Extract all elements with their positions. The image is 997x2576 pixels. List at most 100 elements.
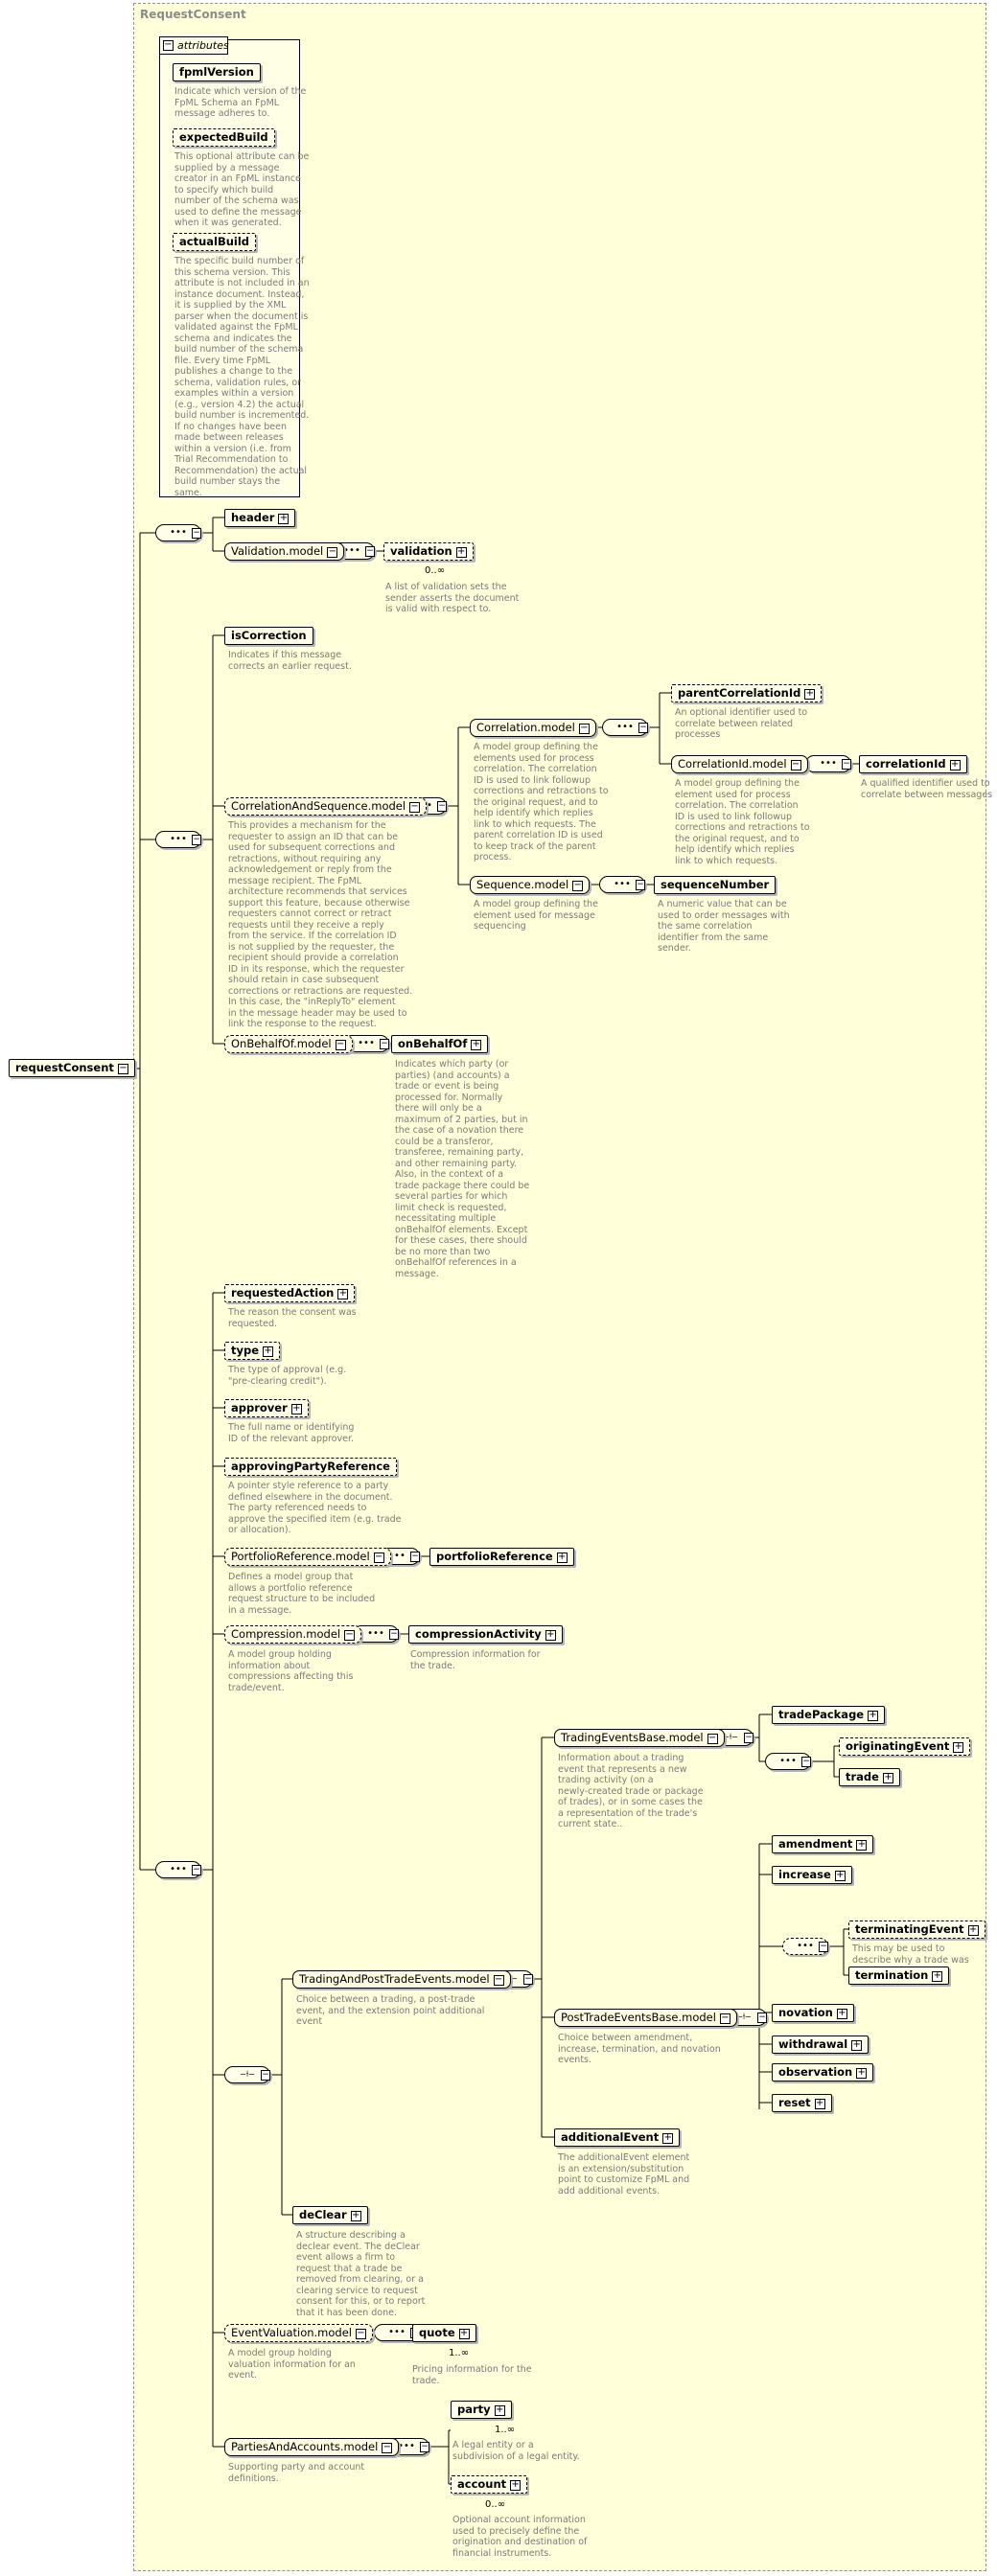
sequence-compositor[interactable]: •••− (599, 876, 645, 893)
group-portfolioReference-model[interactable]: PortfolioReference.model− (224, 1548, 391, 1566)
validation-cardinality: 0..∞ (425, 565, 446, 576)
element-type[interactable]: type+ (224, 1342, 281, 1360)
sequence-compositor[interactable]: •••− (782, 1938, 828, 1955)
collapse-icon[interactable]: − (163, 39, 174, 51)
quote-desc: Pricing information for the trade. (412, 2364, 532, 2386)
group-correlation-model[interactable]: Correlation.model− (470, 719, 596, 737)
collapse-icon: − (790, 759, 801, 770)
element-quote[interactable]: quote+ (412, 2324, 480, 2346)
element-portfolioReference[interactable]: portfolioReference+ (429, 1548, 574, 1566)
group-tradingAndPostTradeEvents-model[interactable]: TradingAndPostTradeEvents.model− (292, 1970, 511, 1989)
attr-expectedBuild[interactable]: expectedBuild (173, 128, 275, 147)
group-eventValuation-model[interactable]: EventValuation.model− (224, 2324, 373, 2342)
expand-icon: + (953, 1741, 964, 1753)
element-correlationId[interactable]: correlationId+ (859, 755, 967, 773)
compression-model-desc: A model group holding information about … (228, 1649, 354, 1693)
sequence-compositor[interactable]: •••− (602, 719, 648, 736)
group-sequence-model[interactable]: Sequence.model− (470, 876, 591, 894)
element-reset[interactable]: reset+ (772, 2094, 832, 2112)
sequence-compositor[interactable]: •••− (155, 1861, 201, 1878)
group-tradingEventsBase-model[interactable]: TradingEventsBase.model− (554, 1729, 725, 1747)
group-partiesAndAccounts-model[interactable]: PartiesAndAccounts.model− (224, 2438, 400, 2456)
sequence-compositor[interactable]: •••− (765, 1753, 811, 1770)
element-requestedAction[interactable]: requestedAction+ (224, 1284, 356, 1302)
expand-icon: + (455, 546, 467, 558)
correlationId-model-desc: A model group defining the element used … (675, 778, 810, 866)
element-tradePackage[interactable]: tradePackage+ (772, 1706, 886, 1724)
correlationId-desc: A qualified identifier used to correlate… (861, 778, 993, 800)
expand-icon: + (471, 1039, 482, 1050)
collapse-icon: − (493, 1974, 504, 1986)
attr-fpmlVersion[interactable]: fpmlVersion (173, 63, 261, 81)
group-compression-model[interactable]: Compression.model− (224, 1625, 362, 1644)
root-element[interactable]: requestConsent− (9, 1059, 135, 1077)
element-termination[interactable]: termination+ (848, 1966, 950, 1985)
group-onBehalfOf-model[interactable]: OnBehalfOf.model− (224, 1035, 353, 1053)
tradingEventsBase-desc: Information about a trading event that r… (558, 1753, 704, 1829)
type-desc: The type of approval (e.g. "pre-clearing… (228, 1365, 347, 1387)
requestedAction-desc: The reason the consent was requested. (228, 1307, 357, 1329)
attributes-tab[interactable]: − attributes (159, 36, 229, 55)
attributes-label: attributes (177, 39, 229, 52)
element-approvingPartyReference[interactable]: approvingPartyReference (224, 1458, 397, 1476)
element-amendment[interactable]: amendment+ (772, 1835, 874, 1853)
element-terminatingEvent[interactable]: terminatingEvent+ (848, 1920, 985, 1939)
element-isCorrection[interactable]: isCorrection (224, 627, 313, 645)
collapse-icon[interactable]: − (117, 1063, 128, 1074)
expand-icon: + (949, 759, 961, 770)
expand-icon: + (556, 1552, 568, 1563)
element-approver[interactable]: approver+ (224, 1399, 309, 1417)
expand-icon: + (278, 513, 290, 524)
element-header[interactable]: header+ (224, 509, 296, 527)
account-cardinality: 0..∞ (485, 2499, 506, 2510)
isCorrection-desc: Indicates if this message corrects an ea… (228, 650, 352, 672)
portfolioReference-model-desc: Defines a model group that allows a port… (228, 1572, 376, 1616)
attributes-box (159, 39, 300, 497)
element-observation[interactable]: observation+ (772, 2063, 874, 2082)
onBehalfOf-desc: Indicates which party (or parties) (and … (395, 1059, 530, 1279)
expand-icon: + (545, 1629, 556, 1641)
account-desc: Optional account information used to pre… (452, 2515, 588, 2559)
attr-actualBuild[interactable]: actualBuild (173, 233, 257, 251)
attr-expectedBuild-desc: This optional attribute can be supplied … (174, 151, 310, 228)
expand-icon: + (856, 2067, 868, 2079)
sequence-model-desc: A model group defining the element used … (474, 899, 598, 932)
group-correlation-sequence[interactable]: CorrelationAndSequence.model− (224, 797, 428, 816)
sequence-compositor[interactable]: •••− (805, 755, 851, 772)
expand-icon: + (836, 2008, 847, 2019)
validation-desc: A list of validation sets the sender ass… (385, 582, 520, 614)
collapse-icon: − (327, 546, 338, 558)
expand-icon: + (804, 688, 816, 700)
element-originatingEvent[interactable]: originatingEvent+ (839, 1737, 971, 1756)
sequence-compositor[interactable]: •••− (155, 524, 201, 541)
element-validation[interactable]: validation+ (383, 542, 477, 564)
expand-icon: + (662, 2132, 674, 2144)
element-increase[interactable]: increase+ (772, 1866, 852, 1884)
element-party[interactable]: party+ (451, 2401, 516, 2423)
element-deClear[interactable]: deClear+ (292, 2206, 368, 2224)
element-withdrawal[interactable]: withdrawal+ (772, 2036, 869, 2054)
sequence-compositor[interactable]: •••− (155, 831, 201, 848)
collapse-icon: − (578, 723, 590, 734)
sequence-compositor[interactable]: •••− (343, 1035, 389, 1052)
element-trade[interactable]: trade+ (839, 1768, 900, 1786)
sequenceNumber-desc: A numeric value that can be used to orde… (658, 899, 790, 954)
collapse-icon: − (356, 2328, 366, 2339)
expand-icon: + (882, 1772, 893, 1783)
element-additionalEvent[interactable]: additionalEvent+ (554, 2128, 681, 2147)
element-parentCorrelationId[interactable]: parentCorrelationId+ (671, 684, 823, 702)
choice-compositor[interactable]: ‒⟊‒− (224, 2066, 270, 2083)
element-compressionActivity[interactable]: compressionActivity+ (408, 1625, 563, 1644)
element-sequenceNumber[interactable]: sequenceNumber (654, 876, 777, 894)
group-correlationId-model[interactable]: CorrelationId.model− (671, 755, 808, 773)
element-onBehalfOf[interactable]: onBehalfOf+ (391, 1035, 493, 1057)
group-validation-model[interactable]: Validation.model− (224, 542, 345, 561)
correlation-sequence-desc: This provides a mechanism for the reques… (228, 820, 413, 1029)
expand-icon: + (967, 1924, 979, 1936)
element-novation[interactable]: novation+ (772, 2004, 854, 2022)
group-postTradeEventsBase-model[interactable]: PostTradeEventsBase.model− (554, 2009, 737, 2027)
expand-icon: + (834, 1870, 846, 1881)
element-account[interactable]: account+ (451, 2475, 532, 2497)
